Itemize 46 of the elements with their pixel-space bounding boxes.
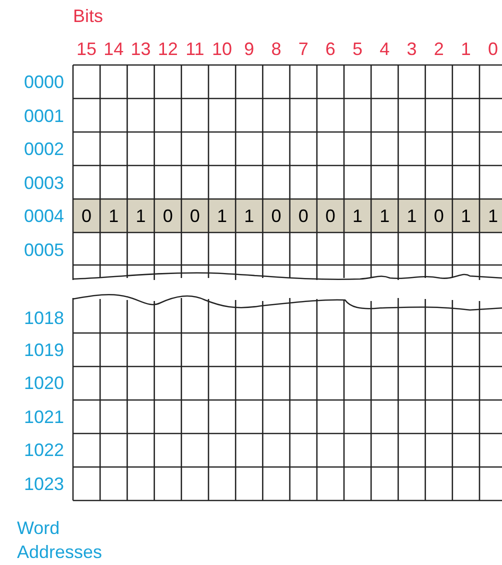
bit-value: 0 <box>325 206 336 226</box>
bit-number: 1 <box>460 39 471 59</box>
bit-number: 9 <box>244 39 254 59</box>
word-address: 0003 <box>24 172 64 192</box>
bit-number: 13 <box>130 39 151 59</box>
bit-number: 6 <box>325 39 336 59</box>
bit-value: 1 <box>217 206 228 226</box>
bit-value: 0 <box>434 206 444 226</box>
bit-number: 10 <box>212 39 232 59</box>
bit-number: 12 <box>158 39 178 59</box>
bit-value: 1 <box>136 206 146 226</box>
bit-number: 14 <box>104 39 124 59</box>
bit-value: 1 <box>460 206 471 226</box>
bit-value: 1 <box>406 206 417 226</box>
bit-number: 4 <box>380 39 390 59</box>
word-address: 0001 <box>24 106 64 126</box>
word-address: 0004 <box>24 206 64 226</box>
bit-value: 0 <box>190 206 200 226</box>
word-address: 1019 <box>24 340 64 360</box>
axis-title: Bits <box>73 6 104 26</box>
word-address: 0005 <box>24 240 64 260</box>
word-address: 1021 <box>24 406 64 427</box>
bit-number: 11 <box>186 39 204 59</box>
bit-value: 0 <box>271 206 282 226</box>
bit-number: 15 <box>76 39 97 59</box>
bit-value: 1 <box>244 206 254 226</box>
axis-title: Word Addresses <box>17 517 104 564</box>
bit-number: 7 <box>298 39 308 59</box>
bit-number: 5 <box>352 39 363 59</box>
word-address: 0000 <box>24 72 64 92</box>
bit-value: 0 <box>82 206 92 226</box>
word-address: 1023 <box>24 474 64 494</box>
bit-value: 1 <box>352 206 363 226</box>
bit-value: 1 <box>108 206 119 226</box>
bit-number: 3 <box>406 39 417 59</box>
word-address: 1022 <box>24 440 64 460</box>
word-address: 1018 <box>24 308 64 328</box>
word-address: 1020 <box>24 373 64 394</box>
bit-value: 1 <box>488 206 498 226</box>
bit-value: 0 <box>162 206 173 226</box>
word-address: 0002 <box>24 139 64 159</box>
bit-value: 1 <box>380 206 390 226</box>
bit-number: 8 <box>271 39 282 59</box>
bit-number: 0 <box>488 39 498 59</box>
bit-number: 2 <box>434 39 444 59</box>
bit-value: 0 <box>298 206 308 226</box>
